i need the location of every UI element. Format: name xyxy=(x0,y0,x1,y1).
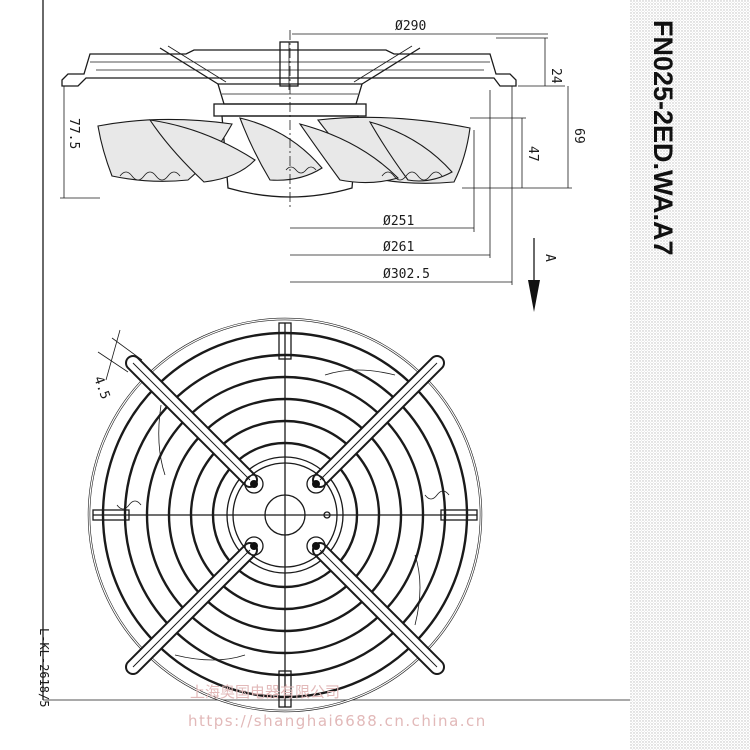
mounting-strut xyxy=(125,355,258,488)
dim-h69: 69 xyxy=(571,128,586,144)
dim-d290: Ø290 xyxy=(395,19,426,34)
dim-h77: 77.5 xyxy=(66,118,81,149)
side-view xyxy=(61,30,517,210)
direction-label: A xyxy=(542,254,557,262)
direction-arrow xyxy=(528,280,540,312)
hub-center xyxy=(264,494,306,536)
dim-d302: Ø302.5 xyxy=(383,267,430,282)
dim-h24: 24 xyxy=(548,68,563,84)
drawing-frame xyxy=(42,0,630,701)
mounting-strut xyxy=(125,542,258,675)
mounting-strut xyxy=(312,355,445,488)
hub-bolt xyxy=(306,474,326,494)
hub-bolt xyxy=(244,474,264,494)
hub-bolt xyxy=(306,536,326,556)
dim-slot: 4.5 xyxy=(90,374,112,401)
model-title: FN025-2ED.WA.A7 xyxy=(648,20,678,256)
hub-bolt xyxy=(244,536,264,556)
dim-d261: Ø261 xyxy=(383,240,414,255)
side-dimensions: Ø290 24 69 47 77.5 Ø251 Ø261 Ø302.5 A xyxy=(60,19,586,312)
mounting-strut xyxy=(312,542,445,675)
front-view xyxy=(87,317,483,713)
watermark-url: https://shanghai6688.cn.china.cn xyxy=(188,712,487,730)
watermark-company: 上海奥国电器有限公司 xyxy=(190,683,340,701)
dim-d251: Ø251 xyxy=(383,214,414,229)
title-strip xyxy=(630,0,750,750)
drawing-code: L-KL-2618/5 xyxy=(37,628,51,707)
dim-h47: 47 xyxy=(525,146,540,162)
